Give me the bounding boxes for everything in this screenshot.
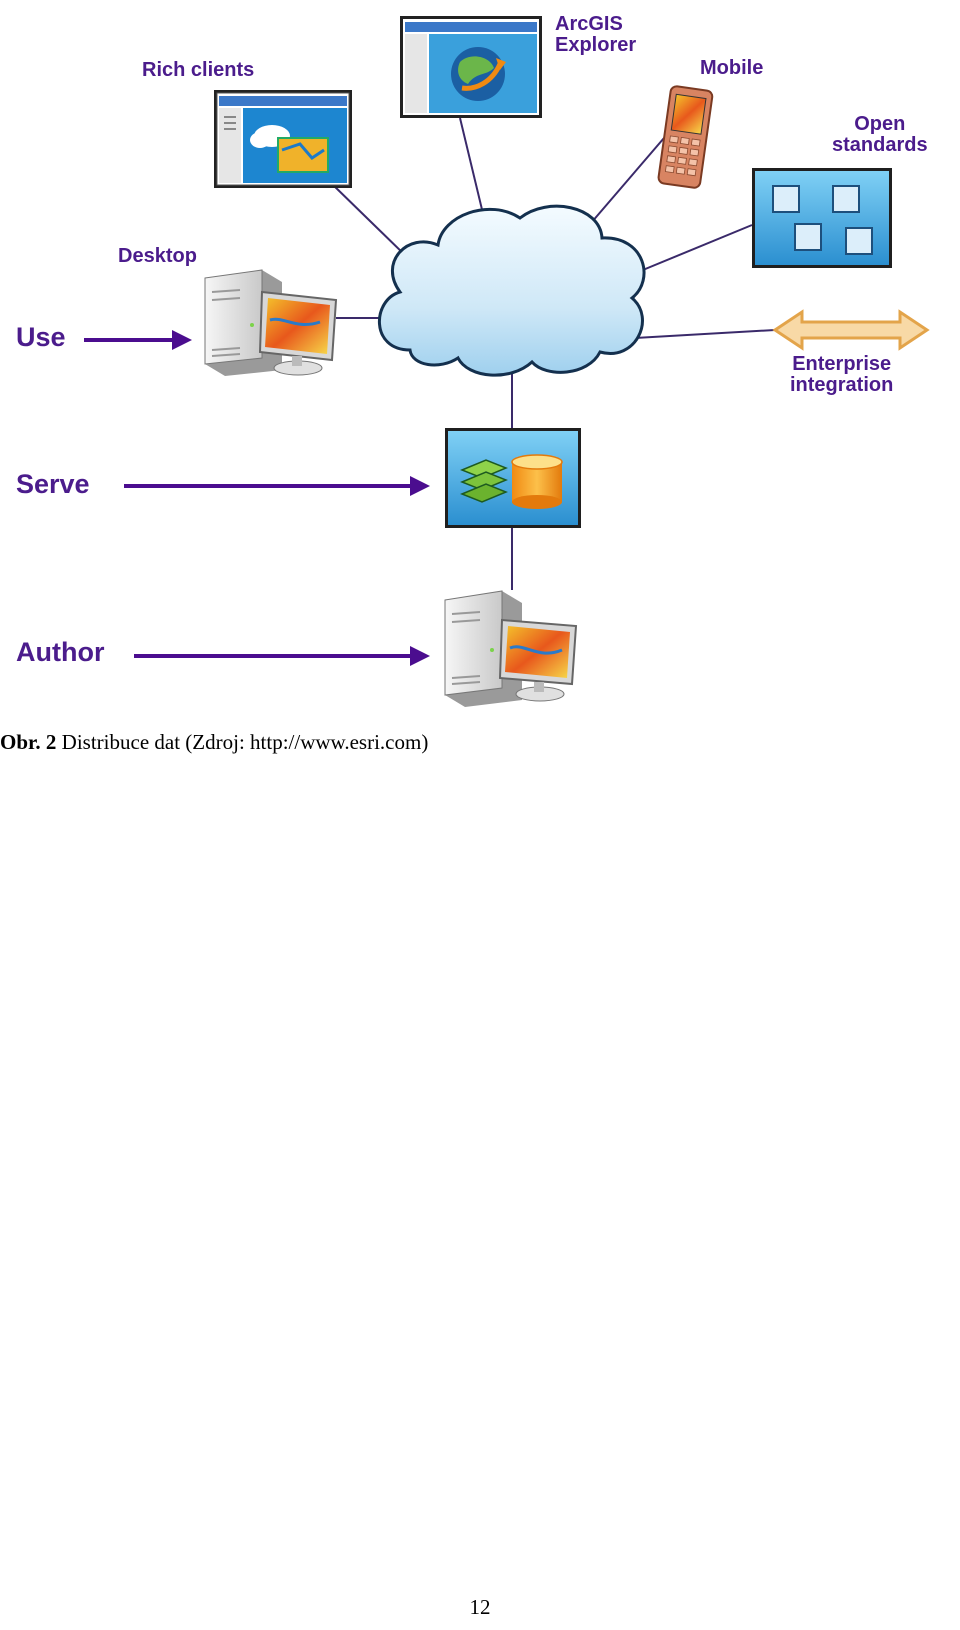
label-open-standards-line1: Open [854,113,906,135]
rich-client-window-icon [214,90,352,188]
label-rich-clients: Rich clients [142,59,255,81]
label-arcgis-explorer-line2: Explorer [555,34,637,56]
role-arrows [84,330,430,666]
caption-prefix: Obr. 2 [0,730,57,754]
figure-caption: Obr. 2 Distribuce dat (Zdroj: http://www… [0,730,428,755]
label-arcgis-explorer: ArcGIS Explorer [555,14,636,56]
label-desktop: Desktop [118,245,197,267]
author-computer-icon [444,590,578,707]
label-arcgis-explorer-line1: ArcGIS [555,13,623,35]
page-number: 12 [469,1595,491,1619]
esri-distribution-diagram: Rich clients ArcGIS Explorer Mobile Open… [0,0,960,720]
label-enterprise-line1: Enterprise [792,353,892,375]
label-use: Use [16,322,66,352]
label-enterprise-integration: Enterprise integration [790,354,893,396]
enterprise-double-arrow-icon [772,309,930,351]
label-open-standards-line2: standards [832,134,928,156]
server-layers-database-icon [445,428,581,528]
caption-text: Distribuce dat (Zdroj: http://www.esri.c… [56,730,429,754]
label-author: Author [16,637,105,667]
diagram-graphic [84,16,930,707]
open-standards-icon [752,168,892,268]
label-enterprise-line2: integration [790,374,894,396]
label-open-standards: Open standards [832,114,928,156]
label-mobile: Mobile [700,57,764,79]
mobile-phone-icon [657,85,714,189]
connector-lines [329,117,776,590]
arcgis-explorer-globe-icon [400,16,542,118]
label-serve: Serve [16,469,90,499]
desktop-computer-icon [204,269,338,376]
cloud-icon [377,204,646,377]
